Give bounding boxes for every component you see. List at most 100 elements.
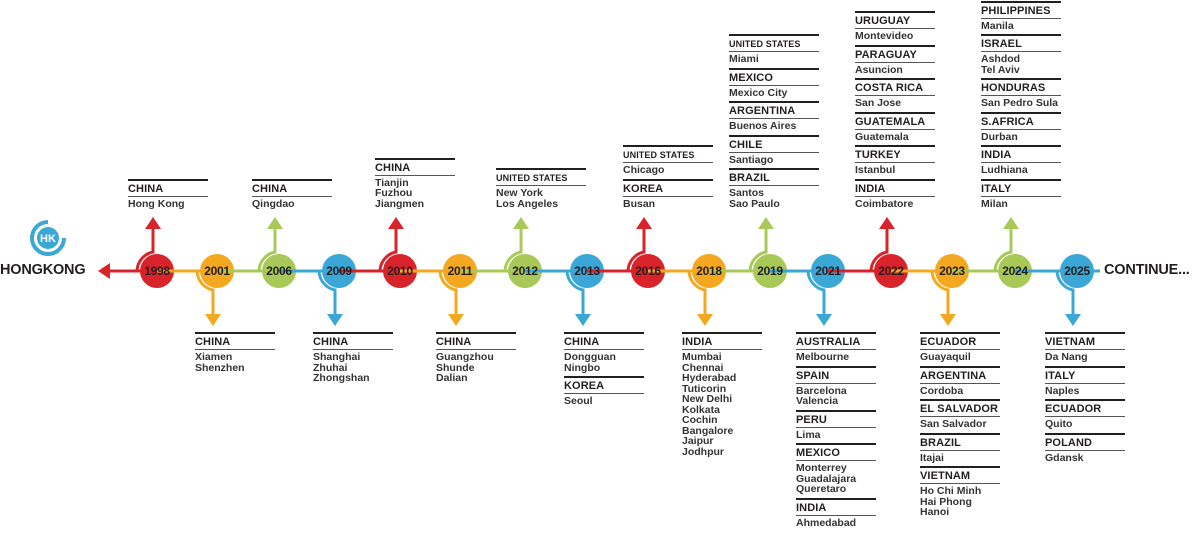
country-name: EL SALVADOR [920, 403, 1000, 417]
city-name: Shunde [436, 361, 475, 374]
city-name: San Pedro Sula [981, 97, 1059, 109]
year-label: 2012 [512, 264, 538, 278]
arrow-up-icon [513, 217, 529, 229]
city-list: Istanbul [855, 163, 935, 179]
city-list: San Salvador [920, 417, 1000, 433]
city-name: Valencia [796, 395, 839, 407]
city-name: Mexico City [729, 86, 788, 99]
city-name: Asuncion [855, 63, 903, 76]
country-name: CHINA [375, 160, 455, 176]
city-list: Asuncion [855, 63, 935, 79]
country-name: PHILIPPINES [981, 3, 1061, 19]
city-name: Guadalajara [796, 472, 857, 485]
city-name: Jaipur [682, 435, 714, 447]
country-name: MEXICO [796, 445, 876, 461]
city-name: Shenzhen [195, 361, 245, 374]
start-label: HONGKONG [0, 262, 86, 278]
country-name: PERU [796, 412, 876, 428]
city-list: Miami [729, 52, 819, 68]
country-name: GUATEMALA [855, 114, 935, 130]
city-name: Guangzhou [436, 351, 494, 363]
city-name: Coimbatore [855, 197, 914, 210]
arrow-up-icon [388, 217, 404, 229]
branch-line [565, 270, 585, 315]
country-name: ARGENTINA [729, 103, 819, 119]
city-name: Jiangmen [375, 197, 425, 210]
arrow-down-icon [327, 314, 343, 326]
city-name: Chennai [682, 361, 724, 374]
arrow-down-icon [940, 314, 956, 326]
city-list: Lima [796, 428, 876, 444]
city-list: Guatemala [855, 130, 935, 146]
start-arrow-icon [98, 263, 110, 279]
country-name: CHILE [729, 137, 819, 153]
city-name: Qingdao [252, 197, 295, 210]
year-label: 2025 [1064, 264, 1090, 278]
city-list: Coimbatore [855, 197, 935, 213]
city-name: Chicago [623, 164, 665, 176]
city-list: Manila [981, 19, 1061, 35]
branch-line [438, 270, 458, 315]
country-name: KOREA [623, 181, 713, 197]
country-name: CHINA [195, 334, 275, 350]
city-name: Ho Chi Minh [920, 485, 982, 497]
arrow-up-icon [758, 217, 774, 229]
country-name: BRAZIL [920, 435, 1000, 451]
country-name: VIETNAM [1045, 334, 1125, 350]
arrow-down-icon [575, 314, 591, 326]
country-name: UNITED STATES [623, 147, 713, 163]
city-name: Queretaro [796, 483, 847, 495]
year-label: 1998 [144, 264, 170, 278]
city-name: Guatemala [855, 130, 909, 143]
hk-logo-icon [30, 220, 66, 256]
city-list: Naples [1045, 384, 1125, 400]
country-name: ECUADOR [920, 334, 1000, 350]
country-name: INDIA [855, 181, 935, 197]
city-list: Busan [623, 197, 713, 213]
city-name: New Delhi [682, 393, 733, 405]
city-name: Miami [729, 53, 759, 65]
country-name: BRAZIL [729, 170, 819, 186]
country-name: ARGENTINA [920, 368, 1000, 384]
arrow-up-icon [1003, 217, 1019, 229]
arrow-down-icon [205, 314, 221, 326]
city-name: Hyderabad [682, 372, 737, 384]
country-name: PARAGUAY [855, 47, 935, 63]
city-name: Hong Kong [128, 197, 185, 210]
city-name: Zhongshan [313, 372, 370, 384]
city-list: Cordoba [920, 384, 1000, 400]
branch-line [195, 270, 215, 315]
country-name: INDIA [796, 500, 876, 516]
city-name: Cochin [682, 414, 718, 426]
city-list: Seoul [564, 394, 644, 410]
city-list: Durban [981, 130, 1061, 146]
city-name: Shanghai [313, 351, 361, 363]
country-name: CHINA [436, 334, 516, 350]
country-name: ECUADOR [1045, 401, 1125, 417]
branch-line [748, 228, 768, 272]
